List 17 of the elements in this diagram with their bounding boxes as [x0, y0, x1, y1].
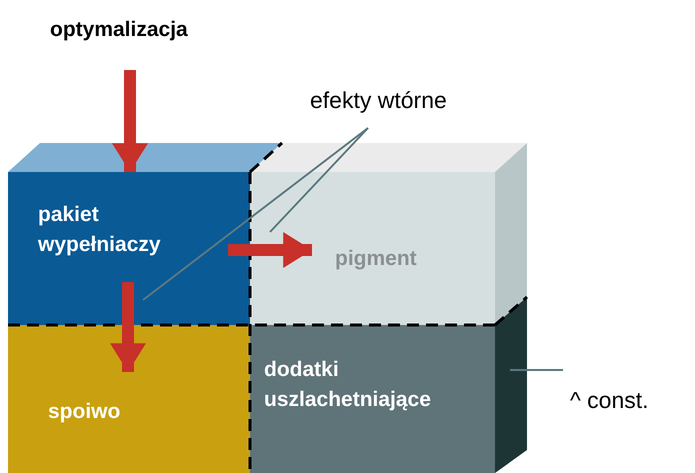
binder-block — [8, 325, 250, 473]
filler-block — [8, 172, 250, 325]
callout-text: efekty wtórne — [310, 86, 447, 115]
pigment-block — [250, 172, 495, 325]
arrow — [110, 282, 146, 372]
arrow — [112, 70, 148, 172]
leader-line — [269, 127, 369, 233]
heading-text: optymalizacja — [50, 17, 188, 43]
leader-line — [510, 369, 563, 371]
additives-block — [250, 325, 495, 473]
block-label: pakiet wypełniaczy — [38, 202, 162, 258]
callout-text: ^ const. — [570, 386, 649, 415]
block-label: spoiwo — [48, 399, 120, 425]
block-label: pigment — [335, 246, 417, 272]
leader-line — [142, 127, 369, 301]
block-label: dodatki uszlachetniające — [264, 357, 432, 413]
arrow — [228, 232, 312, 268]
